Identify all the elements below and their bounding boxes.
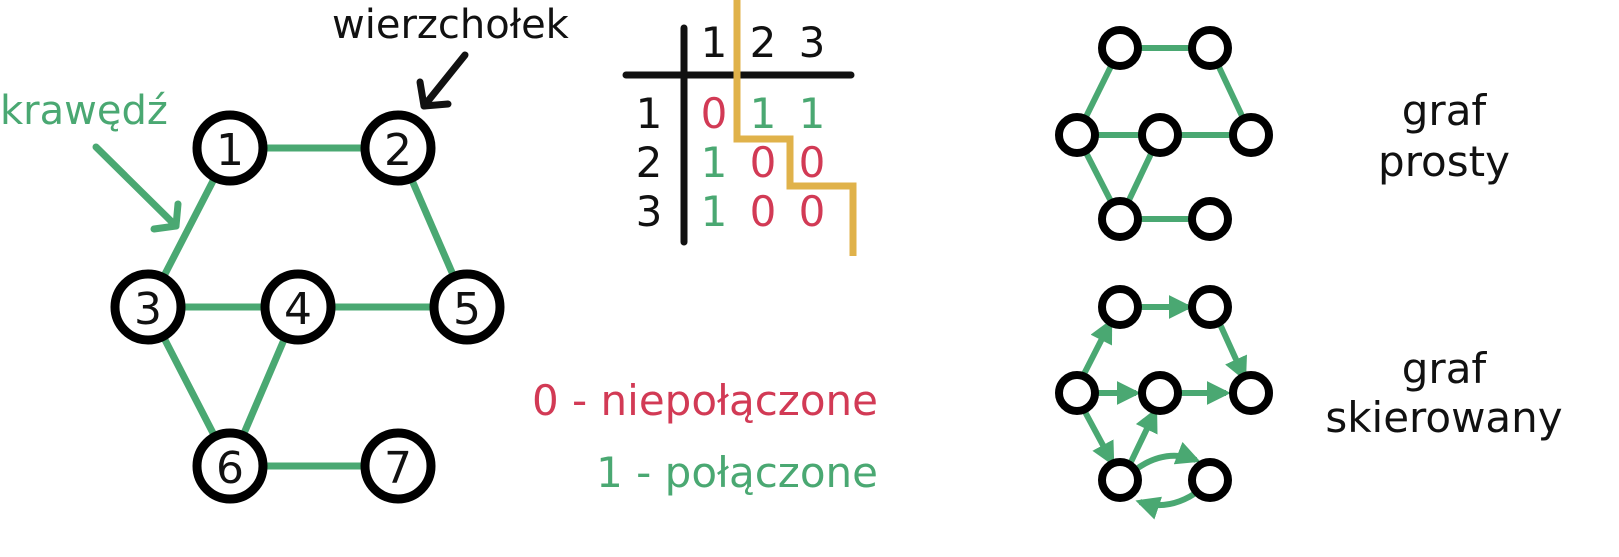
adjacency-matrix: 1 2 3 1 2 3 0 1 1 1 0 0 1 0 0 (622, 0, 857, 256)
matrix-cell-one: 1 (750, 89, 777, 138)
node-1: 1 (192, 110, 268, 186)
matrix-cell-one: 1 (799, 89, 826, 138)
matrix-cell-one: 1 (701, 187, 728, 236)
node-label: 3 (134, 284, 162, 335)
matrix-row-header: 2 (636, 138, 663, 187)
edge-annotation-label: krawędź (0, 88, 168, 134)
node-2: 2 (360, 110, 436, 186)
directed-node (1098, 458, 1142, 502)
node-3: 3 (110, 269, 186, 345)
matrix-cell-zero: 0 (799, 187, 826, 236)
simple-node (1138, 113, 1182, 157)
directed-node (1098, 285, 1142, 329)
matrix-cell-zero: 0 (799, 138, 826, 187)
directed-node (1188, 458, 1232, 502)
matrix-row-header: 1 (636, 89, 663, 138)
directed-graph (1055, 285, 1273, 520)
node-label: 4 (284, 284, 312, 335)
matrix-cell-zero: 0 (701, 89, 728, 138)
matrix-col-header: 1 (701, 18, 728, 67)
simple-node (1188, 197, 1232, 241)
node-label: 5 (453, 284, 481, 335)
directed-node (1229, 371, 1273, 415)
main-graph-nodes: 1 2 3 4 5 6 7 (110, 110, 505, 504)
node-label: 2 (384, 125, 412, 176)
simple-node (1098, 26, 1142, 70)
simple-node (1188, 26, 1232, 70)
directed-graph-label-line1: graf (1402, 344, 1488, 393)
legend-one-text: 1 - połączone (596, 448, 878, 497)
node-7: 7 (360, 428, 436, 504)
simple-graph-label-line1: graf (1402, 86, 1488, 135)
legend-zero-text: 0 - niepołączone (532, 376, 878, 425)
node-label: 6 (216, 443, 244, 494)
node-label: 7 (384, 443, 412, 494)
matrix-cell-zero: 0 (750, 138, 777, 187)
matrix-row-header: 3 (636, 187, 663, 236)
simple-node (1055, 113, 1099, 157)
node-5: 5 (429, 269, 505, 345)
matrix-diagonal-staircase (733, 0, 857, 256)
matrix-col-header: 3 (799, 18, 826, 67)
directed-graph-label-line2: skierowany (1325, 393, 1562, 442)
node-label: 1 (216, 125, 244, 176)
edge-arrow-icon (92, 143, 182, 233)
simple-node (1229, 113, 1273, 157)
vertex-arrow-icon (416, 51, 469, 110)
matrix-cell-one: 1 (701, 138, 728, 187)
directed-node (1055, 371, 1099, 415)
matrix-col-header: 2 (750, 18, 777, 67)
vertex-annotation-label: wierzchołek (332, 2, 570, 48)
simple-graph (1055, 26, 1273, 241)
directed-node (1188, 285, 1232, 329)
node-4: 4 (260, 269, 336, 345)
directed-node (1138, 371, 1182, 415)
node-6: 6 (192, 428, 268, 504)
matrix-cell-zero: 0 (750, 187, 777, 236)
simple-node (1098, 197, 1142, 241)
simple-graph-label-line2: prosty (1378, 137, 1510, 186)
